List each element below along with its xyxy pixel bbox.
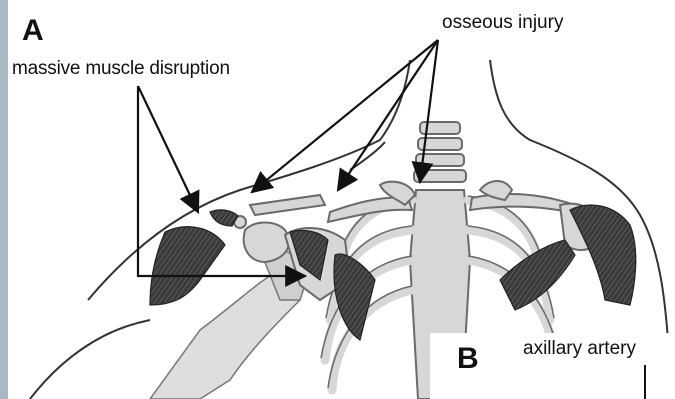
muscle-arrow-1 — [138, 86, 198, 212]
panel-b-label: B — [457, 342, 479, 376]
osseous-injury-label: osseous injury — [442, 12, 563, 34]
axillary-artery-label: axillary artery — [523, 338, 636, 360]
osseous-arrow-2 — [338, 40, 438, 190]
panel-a-label: A — [22, 14, 44, 48]
osseous-arrow-1 — [252, 40, 438, 192]
muscle-disruption-label: massive muscle disruption — [12, 58, 230, 80]
